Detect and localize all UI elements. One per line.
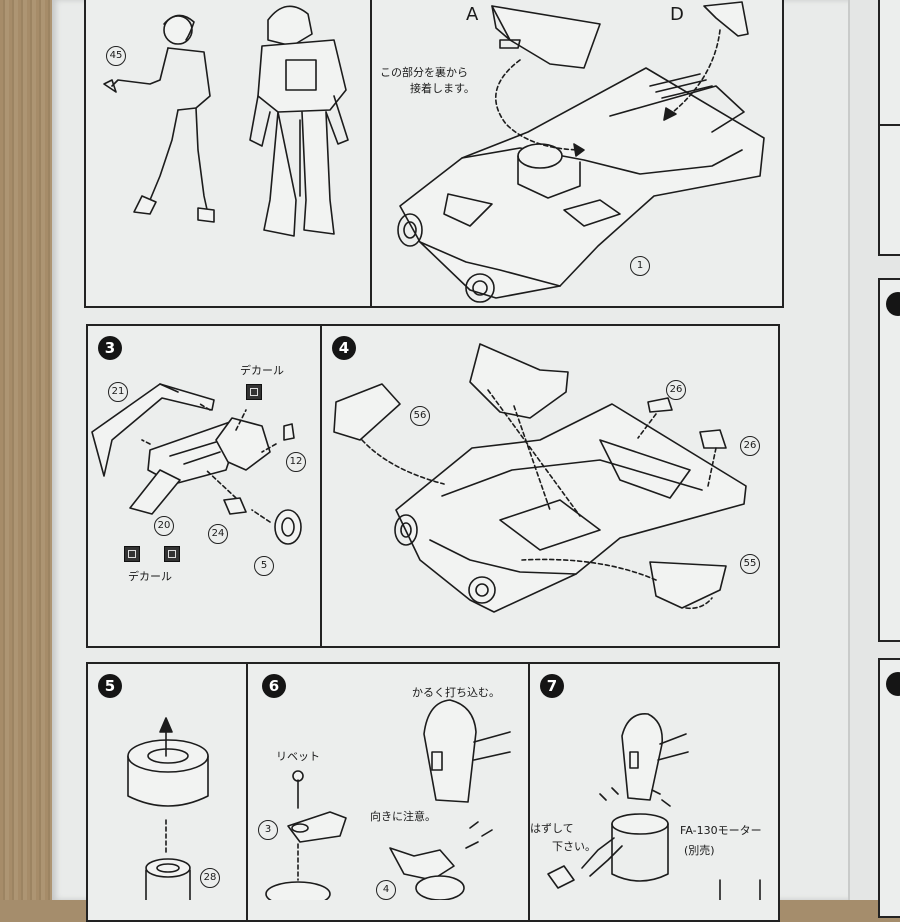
- next-page-panel-middle: [878, 278, 900, 642]
- glue-note-line-1: この部分を裏から: [380, 66, 468, 79]
- part-number-24: 24: [208, 524, 228, 544]
- step-7-number: 7: [540, 674, 564, 698]
- part-d-illustration: [663, 1, 749, 121]
- next-page-rule: [878, 124, 900, 126]
- next-page-step-number: [886, 672, 900, 696]
- part-number-4: 4: [376, 880, 396, 900]
- step-3-illustration: [91, 383, 302, 545]
- step-4-illustration: [333, 343, 747, 613]
- direction-note: 向きに注意。: [370, 810, 436, 823]
- glue-note-line-2: 接着します。: [410, 82, 475, 95]
- part-number-1: 1: [630, 256, 650, 276]
- part-number-45: 45: [106, 46, 126, 66]
- step-6-number: 6: [262, 674, 286, 698]
- part-number-3: 3: [258, 820, 278, 840]
- assembly-illustrations: [91, 1, 765, 900]
- rivet-label: リベット: [276, 750, 320, 763]
- robot-figure-illustration: [249, 5, 349, 237]
- step-7-illustration: [547, 713, 761, 900]
- hammer-note: かるく打ち込む。: [412, 686, 500, 699]
- panel-step-3: [86, 324, 322, 648]
- step-6-illustration: [265, 699, 511, 900]
- decal-label-bottom: デカール: [128, 570, 172, 583]
- part-number-26-a: 26: [666, 380, 686, 400]
- part-number-5: 5: [254, 556, 274, 576]
- step-5-number: 5: [98, 674, 122, 698]
- part-letter-a: A: [466, 4, 479, 25]
- decal-icon-bottom-left: [124, 546, 140, 562]
- part-number-55: 55: [740, 554, 760, 574]
- part-a-illustration: [491, 5, 601, 157]
- remove-note-line-1: はずして: [530, 822, 574, 835]
- decal-label-top: デカール: [240, 364, 284, 377]
- step-3-number: 3: [98, 336, 122, 360]
- step-5-illustration: [127, 717, 209, 900]
- step-4-number: 4: [332, 336, 356, 360]
- remove-note-line-2: 下さい。: [552, 840, 596, 853]
- pilot-figure-illustration: [103, 14, 215, 223]
- decal-icon-top: [246, 384, 262, 400]
- part-number-28: 28: [200, 868, 220, 888]
- part-letter-d: D: [670, 4, 684, 25]
- part-number-26-b: 26: [740, 436, 760, 456]
- motor-note: (別売): [684, 844, 715, 857]
- motor-label: FA-130モーター: [680, 824, 762, 837]
- next-page-panel-top: [878, 0, 900, 256]
- part-number-21: 21: [108, 382, 128, 402]
- part-number-56: 56: [410, 406, 430, 426]
- decal-icon-bottom-right: [164, 546, 180, 562]
- next-page-step-number-middle: [886, 292, 900, 316]
- part-number-20: 20: [154, 516, 174, 536]
- panel-step-6: [246, 662, 530, 922]
- part-number-12: 12: [286, 452, 306, 472]
- vehicle-body-illustration: [397, 67, 765, 303]
- wooden-table-background: [0, 0, 52, 900]
